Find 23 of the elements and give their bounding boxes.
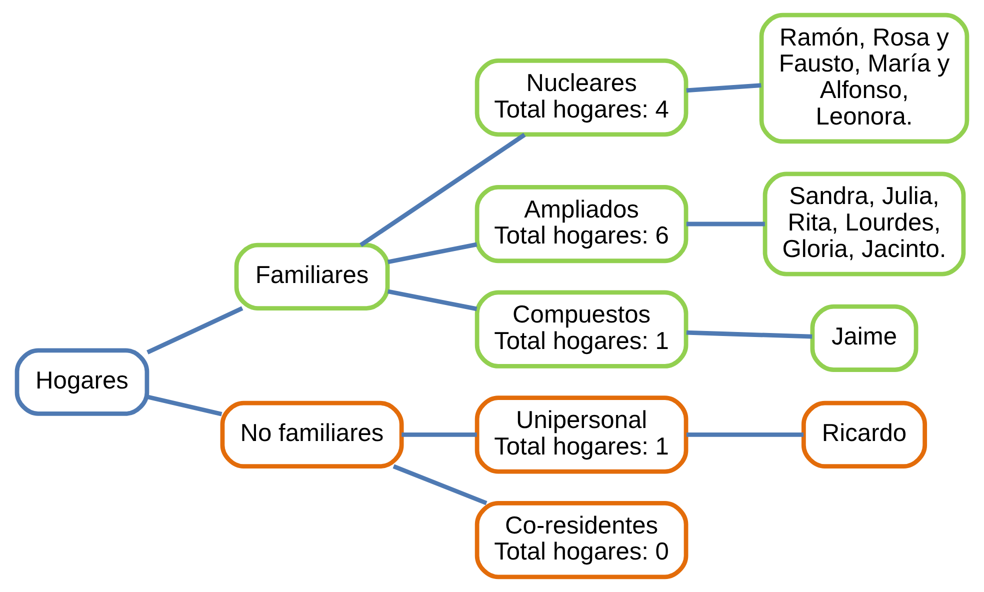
node-box: No familiares [220, 400, 404, 469]
node-box: Jaime [810, 304, 918, 372]
node-box: Compuestos Total hogares: 1 [474, 290, 688, 368]
node-box: Ramón, Rosa y Fausto, María y Alfonso, Leonora. [759, 12, 970, 144]
connector [686, 83, 762, 93]
connector [392, 464, 488, 506]
connector [360, 132, 526, 247]
connector [146, 394, 222, 416]
node-box: Nucleares Total hogares: 4 [474, 58, 688, 137]
node-box: Co-residentes Total hogares: 0 [474, 501, 688, 580]
connector [387, 242, 478, 264]
connector [686, 330, 812, 339]
connector [686, 222, 765, 226]
connector [686, 432, 804, 437]
node-box: Unipersonal Total hogares: 1 [474, 396, 688, 474]
node-box: Familiares [234, 242, 390, 310]
connector [402, 432, 477, 437]
node-box: Ricardo [801, 400, 928, 469]
node-box: Hogares [14, 348, 150, 416]
node-box: Ampliados Total hogares: 6 [474, 184, 688, 264]
connector [146, 306, 244, 354]
node-box: Sandra, Julia, Rita, Lourdes, Gloria, Jacinto. [762, 172, 966, 276]
connector [387, 289, 478, 312]
